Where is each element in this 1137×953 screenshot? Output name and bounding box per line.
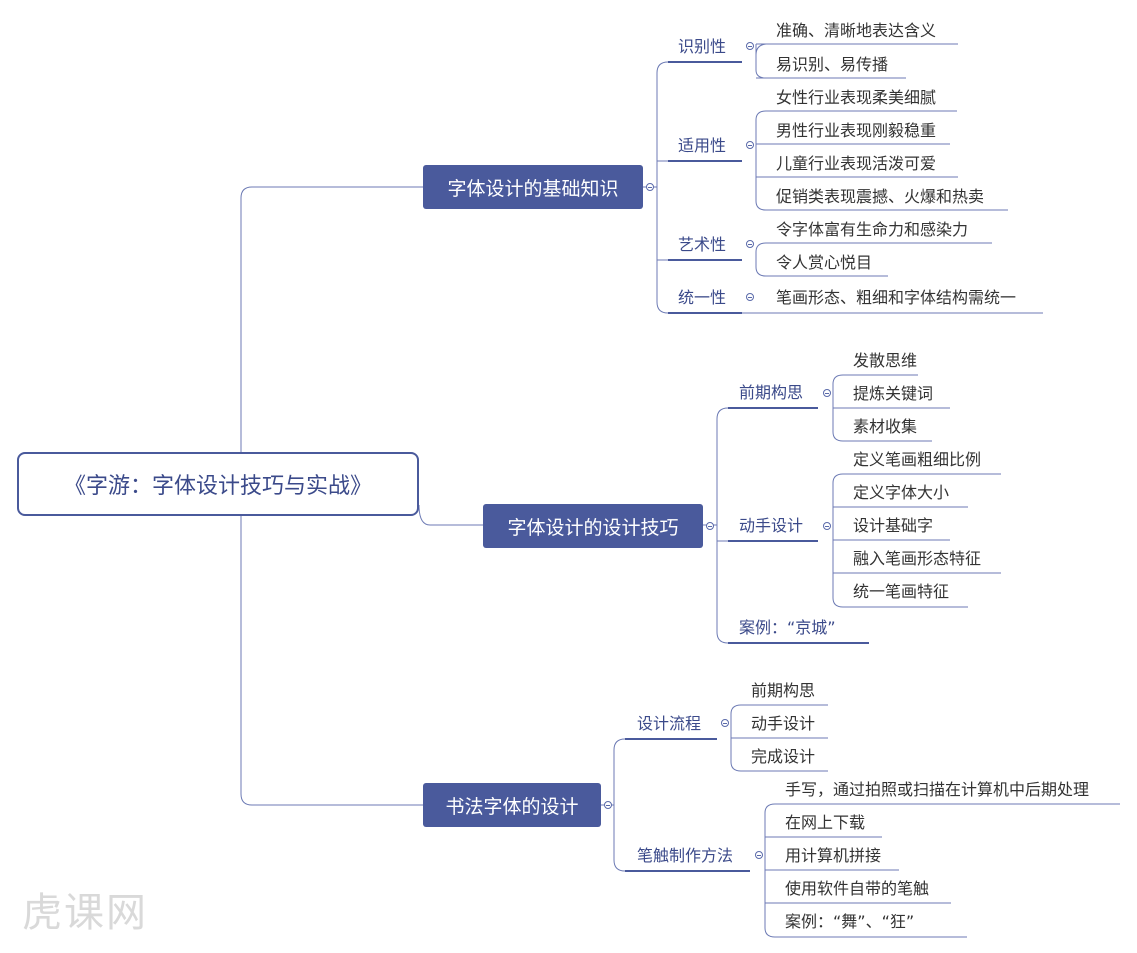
branch-title: 字体设计的基础知识 <box>447 177 619 200</box>
collapse-icon[interactable] <box>746 42 754 50</box>
collapse-icon[interactable] <box>746 240 754 248</box>
leaf-item[interactable]: 令字体富有生命力和感染力 <box>776 220 969 239</box>
leaf-item[interactable]: 准确、清晰地表达含义 <box>776 21 937 40</box>
collapse-icon[interactable] <box>823 522 831 530</box>
group-label[interactable]: 动手设计 <box>739 516 804 535</box>
collapse-icon[interactable] <box>746 141 754 149</box>
leaf-item[interactable]: 发散思维 <box>853 351 918 370</box>
group-label[interactable]: 案例：“京城” <box>739 618 836 637</box>
leaf-item[interactable]: 完成设计 <box>751 747 816 766</box>
branch-calligraphy[interactable]: 书法字体的设计 <box>423 783 601 827</box>
leaf-item[interactable]: 用计算机拼接 <box>785 846 882 865</box>
leaf-item[interactable]: 前期构思 <box>751 681 816 700</box>
leaf-item[interactable]: 案例：“舞”、“狂” <box>785 912 915 931</box>
group-label[interactable]: 识别性 <box>678 37 727 56</box>
collapse-icon[interactable] <box>746 293 754 301</box>
collapse-icon[interactable] <box>604 801 612 809</box>
group-label[interactable]: 笔触制作方法 <box>637 846 734 865</box>
group-label[interactable]: 设计流程 <box>637 714 702 733</box>
group-label[interactable]: 前期构思 <box>739 383 804 402</box>
leaf-item[interactable]: 女性行业表现柔美细腻 <box>776 88 937 107</box>
leaf-item[interactable]: 在网上下载 <box>785 813 866 832</box>
root-title: 《字游：字体设计技巧与实战》 <box>63 474 372 499</box>
leaf-item[interactable]: 易识别、易传播 <box>776 55 889 74</box>
leaf-item[interactable]: 手写，通过拍照或扫描在计算机中后期处理 <box>785 780 1090 799</box>
collapse-icon[interactable] <box>823 389 831 397</box>
collapse-icon[interactable] <box>755 851 763 859</box>
group-label[interactable]: 艺术性 <box>678 235 727 254</box>
leaf-item[interactable]: 动手设计 <box>751 714 816 733</box>
leaf-item[interactable]: 设计基础字 <box>853 516 934 535</box>
leaf-item[interactable]: 定义字体大小 <box>853 483 950 502</box>
leaf-item[interactable]: 男性行业表现刚毅稳重 <box>776 121 937 140</box>
collapse-icon[interactable] <box>646 183 654 191</box>
leaf-item[interactable]: 使用软件自带的笔触 <box>785 879 930 898</box>
group-label[interactable]: 统一性 <box>678 288 727 307</box>
watermark-logo: 虎课网 <box>22 890 148 936</box>
collapse-icon[interactable] <box>721 719 729 727</box>
leaf-item[interactable]: 融入笔画形态特征 <box>853 549 982 568</box>
leaf-item[interactable]: 儿童行业表现活泼可爱 <box>776 154 937 173</box>
leaf-item[interactable]: 提炼关键词 <box>853 384 934 403</box>
group-label[interactable]: 适用性 <box>678 136 727 155</box>
leaf-item[interactable]: 统一笔画特征 <box>853 582 950 601</box>
leaf-item[interactable]: 笔画形态、粗细和字体结构需统一 <box>776 288 1017 307</box>
collapse-icon[interactable] <box>706 522 714 530</box>
branch-design-skills[interactable]: 字体设计的设计技巧 <box>483 504 703 548</box>
leaf-item[interactable]: 素材收集 <box>853 417 918 436</box>
leaf-item[interactable]: 定义笔画粗细比例 <box>853 450 982 469</box>
branch-basic-knowledge[interactable]: 字体设计的基础知识 <box>423 165 643 209</box>
leaf-item[interactable]: 令人赏心悦目 <box>776 253 873 272</box>
leaf-item[interactable]: 促销类表现震撼、火爆和热卖 <box>776 187 985 206</box>
branch-title: 字体设计的设计技巧 <box>507 516 679 539</box>
root-topic[interactable]: 《字游：字体设计技巧与实战》 <box>17 452 419 516</box>
branch-title: 书法字体的设计 <box>445 795 579 818</box>
